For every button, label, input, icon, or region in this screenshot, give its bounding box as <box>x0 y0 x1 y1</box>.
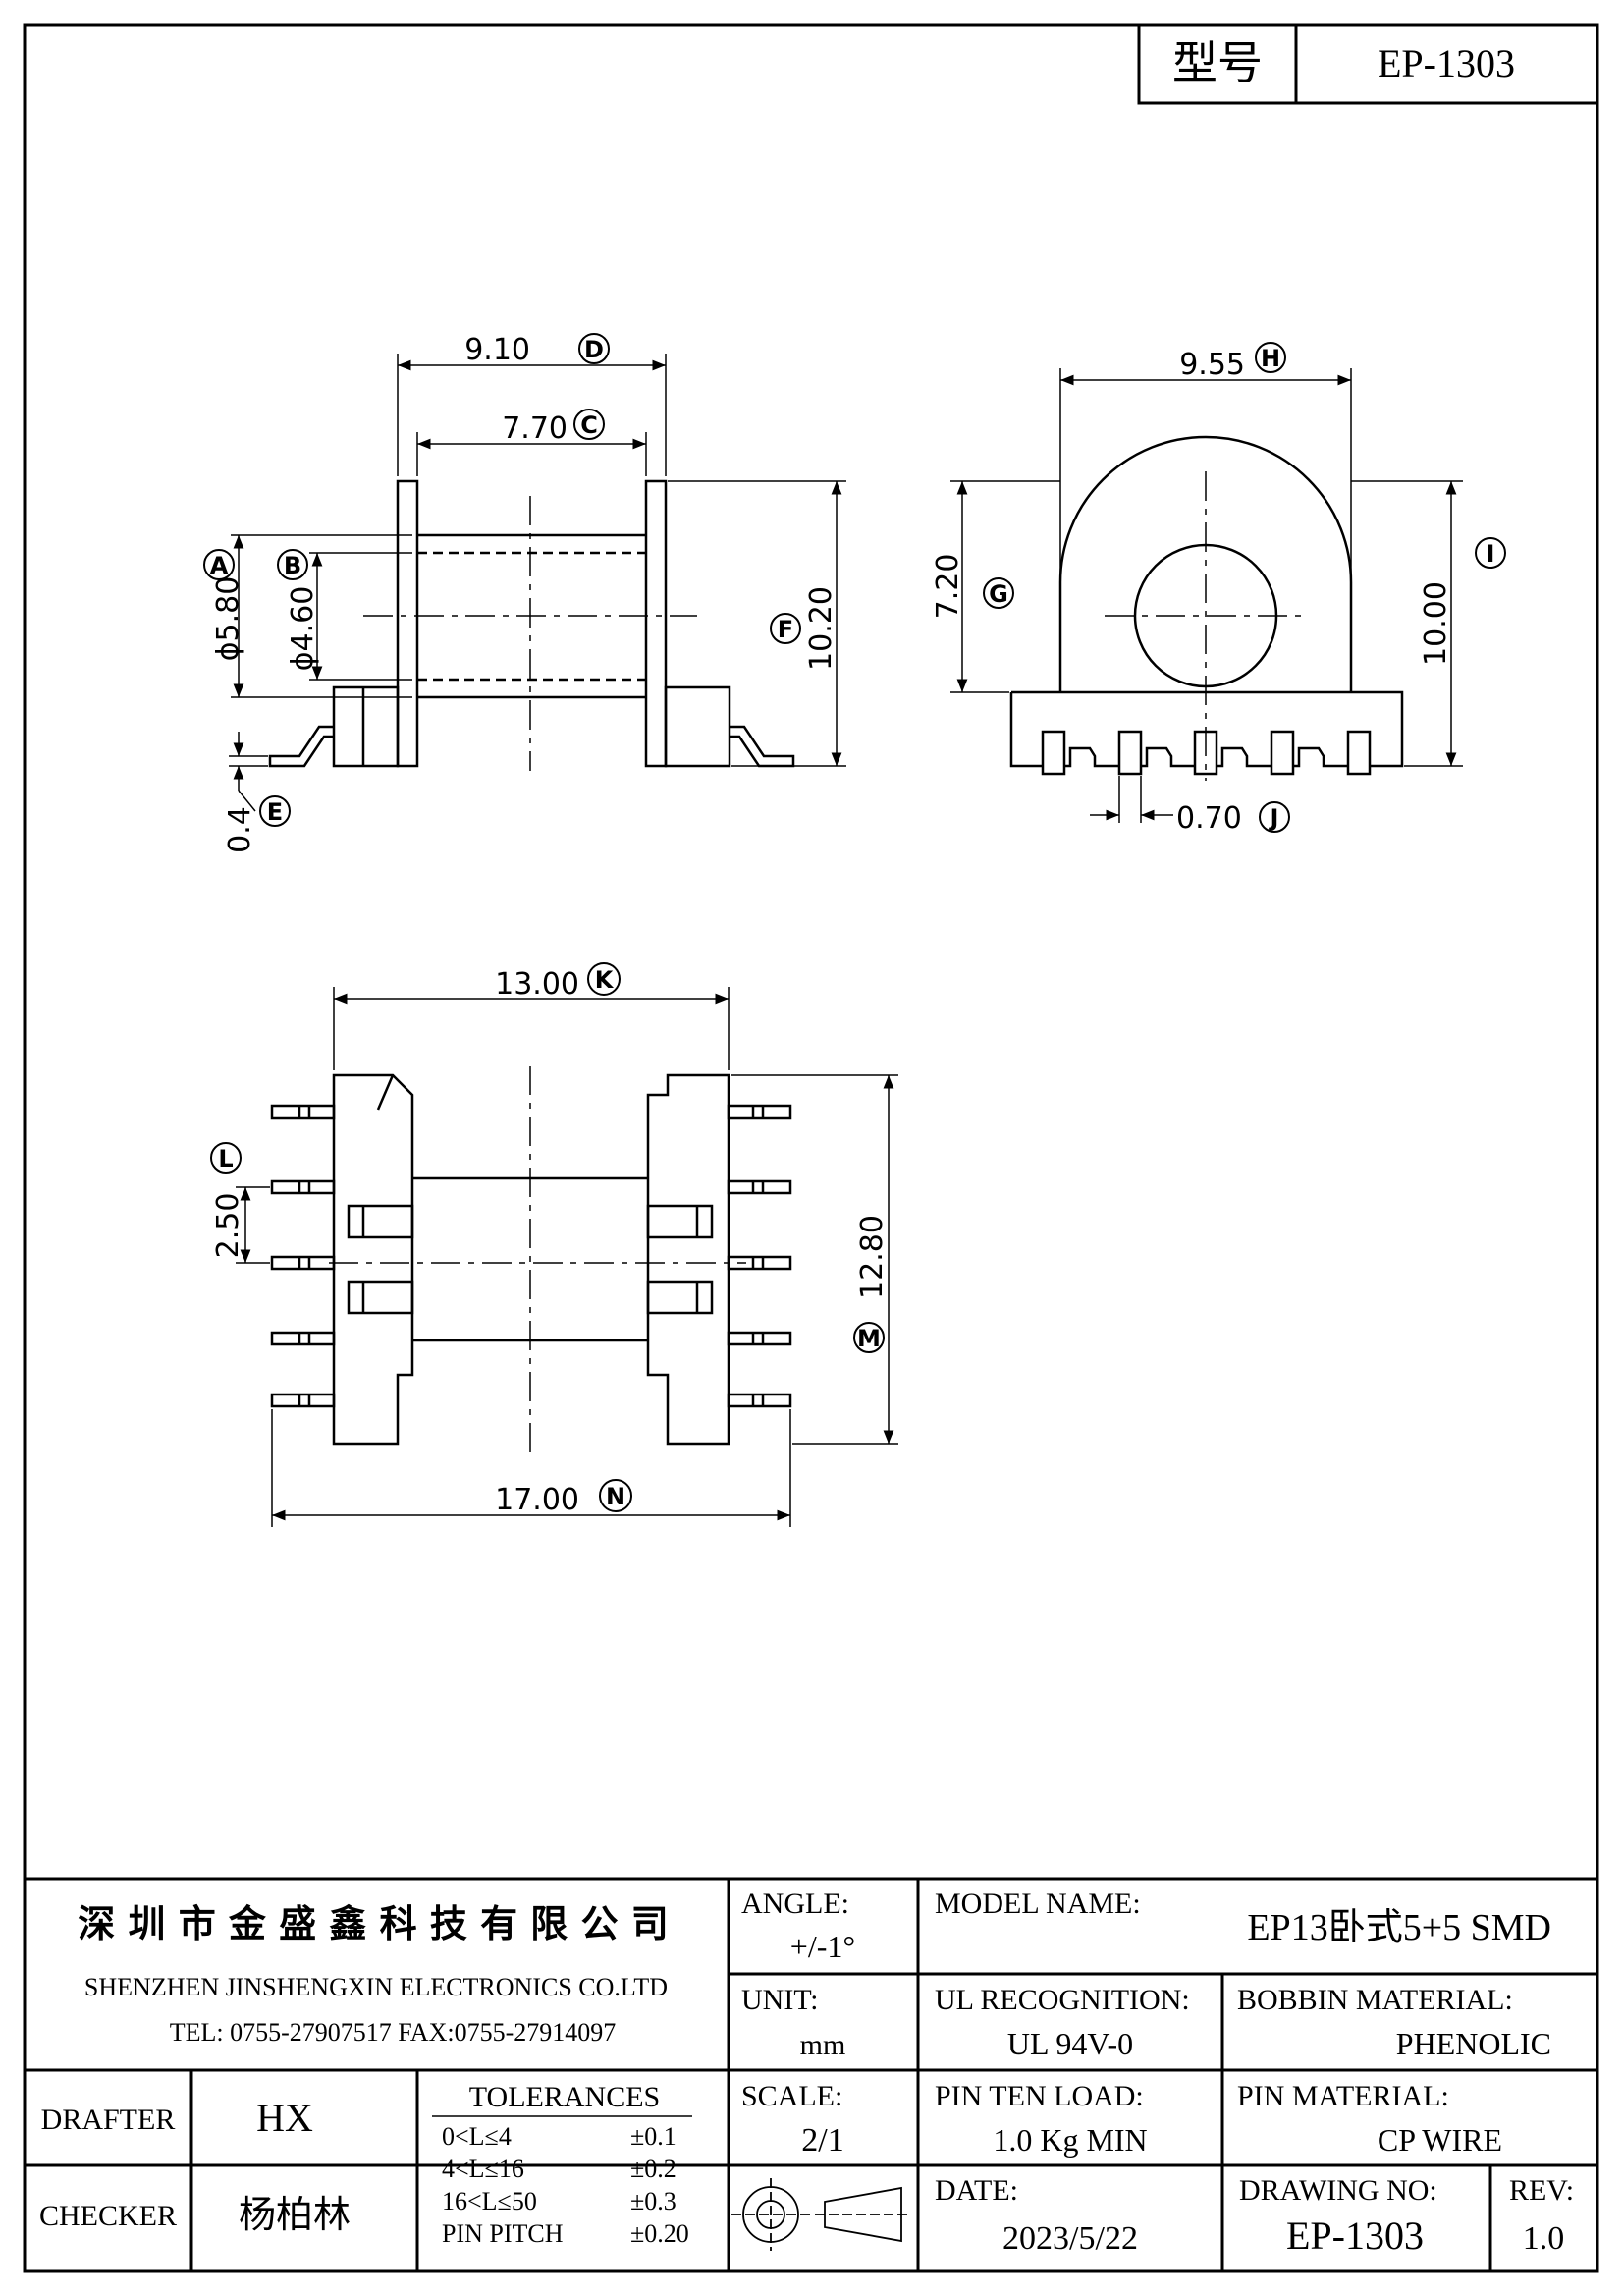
model-name-value: EP13卧式5+5 SMD <box>1247 1907 1551 1948</box>
dim-c-value: 7.70 <box>502 411 568 446</box>
dim-k-badge <box>587 962 621 996</box>
dim-i-badge <box>1475 537 1506 569</box>
dim-a-letter: A <box>210 552 229 579</box>
dim-f-letter: F <box>778 616 793 643</box>
drawing-no-value: EP-1303 <box>1286 2214 1424 2258</box>
ul-recognition-label: UL RECOGNITION: <box>935 1984 1190 2016</box>
pin-load-label: PIN TEN LOAD: <box>935 2080 1144 2112</box>
model-header-box: 型号 EP-1303 <box>1137 23 1599 105</box>
tolerances-label: TOLERANCES <box>469 2081 660 2113</box>
date-value: 2023/5/22 <box>1002 2220 1138 2257</box>
dim-n-value: 17.00 <box>495 1483 579 1517</box>
end-view <box>1009 435 1404 781</box>
dim-j-letter: J <box>1269 804 1279 832</box>
model-name-label: MODEL NAME: <box>935 1887 1141 1920</box>
ul-recognition-value: UL 94V-0 <box>1007 2026 1133 2061</box>
dim-a-badge <box>203 549 235 580</box>
dim-j-badge <box>1259 801 1290 833</box>
tolerance-range: 4<L≤16 <box>442 2155 524 2183</box>
dim-n-badge <box>599 1479 632 1512</box>
dim-m-badge <box>853 1322 885 1353</box>
angle-label: ANGLE: <box>741 1887 849 1920</box>
rev-value: 1.0 <box>1523 2220 1565 2257</box>
tolerance-range: 16<L≤50 <box>442 2187 537 2215</box>
dim-h-letter: H <box>1261 345 1280 372</box>
drawing-no-label: DRAWING NO: <box>1239 2174 1437 2207</box>
checker-value: 杨柏林 <box>239 2193 351 2236</box>
dim-i-letter: I <box>1487 540 1495 568</box>
dim-n-letter: N <box>606 1483 625 1510</box>
dim-g-value: 7.20 <box>931 554 965 620</box>
title-block-text: 深 圳 市 金 盛 鑫 科 技 有 限 公 司 SHENZHEN JINSHEN… <box>39 1887 1574 2258</box>
company-name-cn: 深 圳 市 金 盛 鑫 科 技 有 限 公 司 <box>78 1902 669 1945</box>
dim-l-letter: L <box>218 1145 233 1173</box>
pin-material-value: CP WIRE <box>1378 2122 1502 2158</box>
dim-h-value: 9.55 <box>1179 348 1245 382</box>
dim-c-badge <box>573 409 605 440</box>
date-label: DATE: <box>935 2174 1018 2207</box>
title-block <box>25 1877 1597 2271</box>
end-view-dimensions <box>950 368 1463 823</box>
company-name-en: SHENZHEN JINSHENGXIN ELECTRONICS CO.LTD <box>84 1973 668 2001</box>
drafter-label: DRAFTER <box>41 2104 176 2136</box>
dim-g-letter: G <box>989 580 1008 608</box>
dim-f-value: 10.20 <box>804 586 839 671</box>
dim-d-badge <box>578 333 610 364</box>
scale-value: 2/1 <box>801 2122 843 2159</box>
model-label: 型号 <box>1172 36 1263 89</box>
dim-a-value: ϕ5.80 <box>211 576 245 662</box>
end-view-labels: 9.55 H 7.20 G I 10.00 0.70 J <box>931 342 1506 836</box>
tolerance-value: ±0.3 <box>630 2187 676 2215</box>
projection-symbol-icon <box>731 2178 908 2251</box>
dim-m-letter: M <box>857 1325 881 1352</box>
top-view <box>270 1066 792 1453</box>
dim-e-value: 0.4 <box>223 806 257 853</box>
dim-l-value: 2.50 <box>211 1193 245 1259</box>
checker-label: CHECKER <box>39 2200 177 2232</box>
dim-m-value: 12.80 <box>855 1215 890 1299</box>
dim-k-value: 13.00 <box>495 967 579 1002</box>
dim-d-letter: D <box>584 336 604 363</box>
unit-label: UNIT: <box>741 1984 819 2016</box>
tolerance-value: ±0.20 <box>630 2219 689 2248</box>
tolerance-value: ±0.2 <box>630 2155 676 2183</box>
scale-label: SCALE: <box>741 2080 842 2112</box>
tolerance-value: ±0.1 <box>630 2122 676 2151</box>
dim-g-badge <box>983 577 1014 609</box>
drafter-value: HX <box>256 2096 313 2140</box>
side-view <box>268 479 795 771</box>
angle-value: +/-1° <box>790 1929 855 1964</box>
dim-h-badge <box>1255 342 1286 373</box>
sheet-border <box>23 23 1599 2273</box>
side-view-dimensions <box>229 354 846 812</box>
tolerance-range: 0<L≤4 <box>442 2122 512 2151</box>
company-contact: TEL: 0755-27907517 FAX:0755-27914097 <box>170 2018 617 2047</box>
rev-label: REV: <box>1509 2174 1574 2207</box>
tolerance-range: PIN PITCH <box>442 2219 564 2248</box>
dim-l-badge <box>210 1142 242 1174</box>
unit-value: mm <box>800 2029 846 2061</box>
dim-b-letter: B <box>284 552 301 579</box>
pin-material-label: PIN MATERIAL: <box>1237 2080 1449 2112</box>
bobbin-material-value: PHENOLIC <box>1396 2026 1551 2061</box>
dim-e-badge <box>259 795 291 827</box>
dim-b-value: ϕ4.60 <box>286 586 320 672</box>
dim-i-value: 10.00 <box>1419 581 1453 666</box>
dim-c-letter: C <box>580 411 598 439</box>
side-view-labels: 9.10 D 7.70 C A ϕ5.80 B ϕ4.60 F 10.20 E … <box>203 333 839 853</box>
dim-f-badge <box>770 613 801 644</box>
top-view-labels: 13.00 K L 2.50 12.80 M 17.00 N <box>210 962 890 1517</box>
dim-d-value: 9.10 <box>464 333 530 367</box>
model-value: EP-1303 <box>1378 41 1515 85</box>
dim-b-badge <box>277 549 308 580</box>
pin-load-value: 1.0 Kg MIN <box>993 2122 1147 2158</box>
dim-j-value: 0.70 <box>1176 801 1242 836</box>
dim-k-letter: K <box>595 966 615 994</box>
bobbin-material-label: BOBBIN MATERIAL: <box>1237 1984 1513 2016</box>
dim-e-letter: E <box>267 798 283 826</box>
top-view-dimensions <box>236 987 898 1527</box>
